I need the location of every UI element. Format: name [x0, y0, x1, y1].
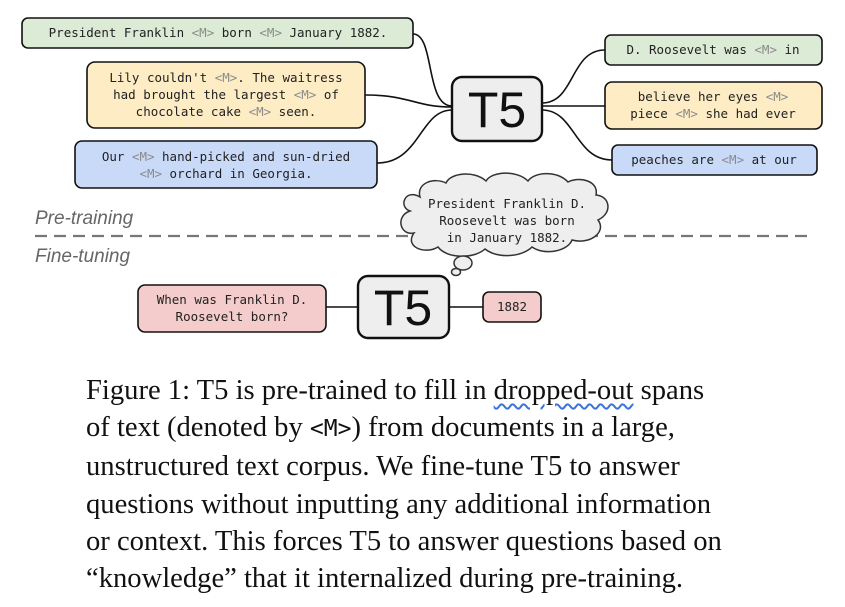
caption-line-4: questions without inputting any addition… — [86, 488, 712, 520]
thought-trail-dot-small — [450, 267, 462, 277]
svg-text:President Franklin D.: President Franklin D. — [428, 196, 586, 211]
output-box-green: D. Roosevelt was <M> in — [604, 34, 823, 66]
connector-blue-input — [376, 109, 453, 164]
connector-blue-output — [541, 109, 613, 161]
svg-text:Lily couldn't <M>. The waitres: Lily couldn't <M>. The waitress — [109, 70, 342, 85]
svg-text:T5: T5 — [468, 82, 526, 138]
svg-text:When was Franklin D.: When was Franklin D. — [157, 292, 308, 307]
input-box-yellow: Lily couldn't <M>. The waitress had brou… — [86, 61, 366, 129]
input-box-green: President Franklin <M> born <M> January … — [21, 17, 414, 49]
connector-yellow-input — [364, 94, 453, 108]
input-box-blue: Our <M> hand-picked and sun-dried <M> or… — [74, 140, 378, 189]
connector-green-input — [412, 33, 453, 107]
svg-text:believe her eyes <M>: believe her eyes <M> — [638, 89, 789, 104]
svg-text:piece <M> she had ever: piece <M> she had ever — [630, 106, 796, 121]
svg-text:<M> orchard in Georgia.: <M> orchard in Georgia. — [139, 166, 312, 181]
t5-model-box-finetuning: T5 — [356, 274, 451, 340]
finetuning-label: Fine-tuning — [35, 246, 130, 267]
svg-text:chocolate cake <M> seen.: chocolate cake <M> seen. — [136, 104, 317, 119]
svg-text:Our <M> hand-picked and sun-dr: Our <M> hand-picked and sun-dried — [102, 149, 350, 164]
svg-text:Roosevelt was born: Roosevelt was born — [439, 213, 574, 228]
caption-line-5: or context. This forces T5 to answer que… — [86, 525, 722, 557]
caption-line-2: of text (denoted by <M>) from documents … — [86, 412, 675, 444]
spellcheck-underlined-word: dropped-out — [493, 375, 634, 406]
thought-trail-dot-large — [453, 255, 473, 271]
t5-figure-diagram: Pre-training Fine-tuning President Frank… — [21, 17, 823, 340]
thought-bubble: President Franklin D. Roosevelt was born… — [400, 172, 609, 277]
svg-text:D. Roosevelt was <M> in: D. Roosevelt was <M> in — [626, 42, 799, 57]
question-box: When was Franklin D. Roosevelt born? — [137, 284, 327, 333]
caption-line-3: unstructured text corpus. We fine-tune T… — [86, 451, 680, 483]
connector-lines — [326, 33, 613, 308]
pretraining-label: Pre-training — [35, 208, 134, 229]
thought-cloud-shape — [400, 172, 609, 257]
figure-caption: Figure 1: T5 is pre-trained to fill in d… — [86, 372, 776, 597]
svg-text:1882: 1882 — [497, 299, 527, 314]
caption-line-6: “knowledge” that it internalized during … — [86, 563, 684, 595]
svg-text:in January 1882.: in January 1882. — [447, 230, 567, 245]
answer-box: 1882 — [482, 291, 542, 323]
output-box-blue: peaches are <M> at our — [611, 144, 818, 176]
svg-text:had brought the largest <M> of: had brought the largest <M> of — [113, 87, 339, 102]
svg-text:peaches are <M> at our: peaches are <M> at our — [631, 152, 797, 167]
svg-text:Roosevelt born?: Roosevelt born? — [176, 309, 289, 324]
output-box-yellow: believe her eyes <M> piece <M> she had e… — [604, 81, 823, 130]
mask-token-code: <M> — [309, 416, 352, 443]
connector-green-output — [541, 49, 606, 104]
caption-line-1: Figure 1: T5 is pre-trained to fill in d… — [86, 375, 705, 406]
svg-text:T5: T5 — [374, 280, 432, 336]
t5-model-box-pretraining: T5 — [450, 75, 544, 143]
svg-text:President Franklin <M> born <M: President Franklin <M> born <M> January … — [49, 25, 388, 40]
